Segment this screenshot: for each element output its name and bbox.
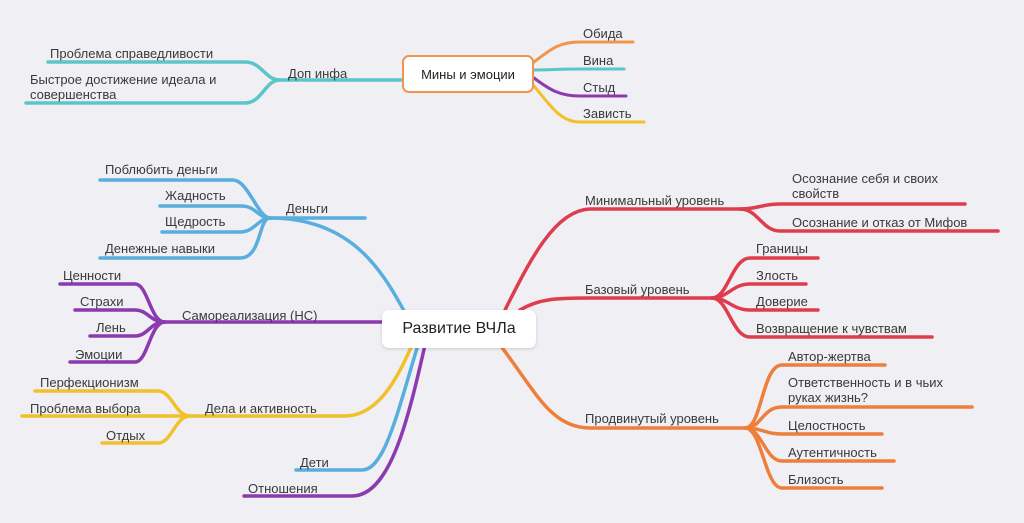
advanced-item-responsibility[interactable]: Ответственность и в чьих руках жизнь? [788,375,944,405]
basic-item-trust[interactable]: Доверие [756,294,808,309]
advanced-node[interactable]: Продвинутый уровень [585,411,719,426]
emotions-branch [532,40,646,124]
money-item-generosity[interactable]: Щедрость [165,214,226,229]
self-branch [58,282,385,364]
advanced-item-author-victim[interactable]: Автор-жертва [788,349,871,364]
relations-node[interactable]: Отношения [248,481,318,496]
basic-item-boundaries[interactable]: Границы [756,241,808,256]
self-item-fears[interactable]: Страхи [80,294,124,309]
basic-node[interactable]: Базовый уровень [585,282,690,297]
self-item-values[interactable]: Ценности [63,268,122,283]
deeds-item-choice[interactable]: Проблема выбора [30,401,141,416]
emotion-offense[interactable]: Обида [583,26,623,41]
minimal-item-myths[interactable]: Осознание и отказ от Мифов [792,215,968,230]
emotion-guilt[interactable]: Вина [583,53,614,68]
dop-item-justice[interactable]: Проблема справедливости [50,46,214,61]
mines-emotions-node[interactable]: Мины и эмоции [402,55,534,93]
emotion-shame[interactable]: Стыд [583,80,616,95]
money-node[interactable]: Деньги [286,201,328,216]
basic-item-feelings[interactable]: Возвращение к чувствам [756,321,907,336]
self-item-laziness[interactable]: Лень [96,320,126,335]
advanced-item-integrity[interactable]: Целостность [788,418,866,433]
money-branch [98,178,412,324]
dop-item-ideal[interactable]: Быстрое достижение идеала и совершенства [30,72,217,102]
money-item-skills[interactable]: Денежные навыки [105,241,215,256]
deeds-item-perfectionism[interactable]: Перфекционизм [40,375,139,390]
relations-branch [242,343,427,498]
minimal-item-self-awareness[interactable]: Осознание себя и своих свойств [792,171,939,201]
basic-item-anger[interactable]: Злость [756,268,799,283]
central-topic[interactable]: Развитие ВЧЛа [382,310,536,348]
money-item-greed[interactable]: Жадность [165,188,226,203]
self-node[interactable]: Самореализация (НС) [182,308,318,323]
minimal-branch [503,202,1000,312]
deeds-item-rest[interactable]: Отдых [106,428,146,443]
deeds-branch [20,343,414,445]
advanced-branch [498,343,974,490]
kids-node[interactable]: Дети [300,455,329,470]
basic-branch [518,256,934,339]
minimal-node[interactable]: Минимальный уровень [585,193,725,208]
kids-branch [294,343,420,472]
deeds-node[interactable]: Дела и активность [205,401,317,416]
dop-node[interactable]: Доп инфа [288,66,348,81]
self-item-emotions[interactable]: Эмоции [75,347,123,362]
money-item-love[interactable]: Поблюбить деньги [105,162,218,177]
advanced-item-authenticity[interactable]: Аутентичность [788,445,877,460]
emotion-envy[interactable]: Зависть [583,106,632,121]
advanced-item-closeness[interactable]: Близость [788,472,844,487]
dop-branch [24,60,404,105]
